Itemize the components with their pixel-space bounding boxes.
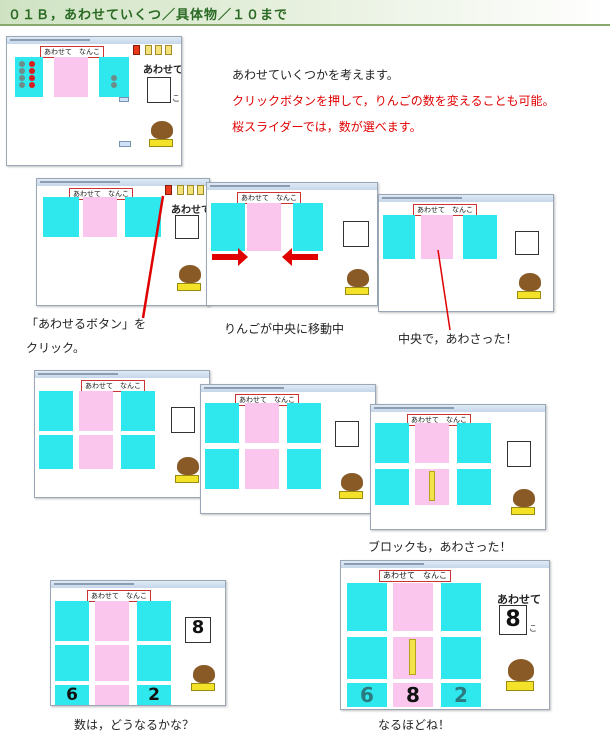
caption-step2: りんごが中央に移動中 <box>224 322 345 336</box>
unit-label: こ <box>172 94 180 103</box>
screenshot-numbers-answer: あわせて なんこ 6 8 2 あわせて 8 こ <box>340 560 550 710</box>
right-number: 2 <box>148 685 160 705</box>
caption-step4: ブロックも，あわさった！ <box>368 540 512 554</box>
screenshot-initial: あわせて なんこ あわせて こ <box>6 36 182 166</box>
caption-step3: 中央で，あわさった！ <box>398 332 518 346</box>
page-header: ０１Ｂ，あわせていくつ／具体物／１０まで <box>0 0 610 26</box>
left-number: 6 <box>66 685 78 705</box>
answer-number: 8 <box>505 607 521 632</box>
app-title-box: あわせて なんこ <box>379 570 451 582</box>
right-number: 2 <box>454 683 468 707</box>
caption-step6: なるほどね！ <box>378 718 451 731</box>
center-panel <box>54 57 88 97</box>
merge-button[interactable] <box>119 97 129 102</box>
answer-label: あわせて <box>497 593 541 606</box>
answer-label: あわせて <box>171 205 210 216</box>
reset-button[interactable] <box>119 141 131 147</box>
app-title-box: あわせて なんこ <box>81 380 145 392</box>
unit-label: こ <box>529 624 537 633</box>
screenshot-numbers-question: あわせて なんこ 6 2 8 <box>50 580 226 706</box>
screenshot-step3: あわせて なんこ <box>378 194 554 312</box>
toolbar-icons[interactable] <box>133 45 181 57</box>
center-number: 8 <box>406 683 420 707</box>
screenshot-blocks-3: あわせて なんこ <box>370 404 546 530</box>
right-number-panel <box>137 685 171 705</box>
answer-label: あわせて <box>143 65 182 76</box>
page-title: ０１Ｂ，あわせていくつ／具体物／１０まで <box>8 8 289 23</box>
left-number-panel <box>55 685 89 705</box>
description-line-1: あわせていくつかを考えます。 <box>232 68 399 82</box>
description-line-2: クリックボタンを押して，りんごの数を変えることも可能。 <box>232 94 555 108</box>
answer-number: 8 <box>191 617 205 638</box>
screenshot-step1: あわせて なんこ あわせて <box>36 178 210 306</box>
bear-click-button[interactable] <box>147 121 177 151</box>
app-title-box: あわせて なんこ <box>87 590 151 602</box>
description-line-3: 桜スライダーでは，数が選べます。 <box>232 120 422 134</box>
screenshot-step2: あわせて なんこ <box>206 182 378 306</box>
app-title-box: あわせて なんこ <box>237 192 301 204</box>
caption-step5: 数は，どうなるかな？ <box>74 718 195 731</box>
screenshot-blocks-2: あわせて なんこ <box>200 384 376 514</box>
left-number: 6 <box>360 683 374 707</box>
caption-step1: 「あわせるボタン」を クリック。 <box>26 317 147 355</box>
screenshot-blocks-1: あわせて なんこ <box>34 370 210 498</box>
answer-box[interactable] <box>147 77 171 103</box>
description: あわせていくつかを考えます。 クリックボタンを押して，りんごの数を変えることも可… <box>232 62 554 140</box>
